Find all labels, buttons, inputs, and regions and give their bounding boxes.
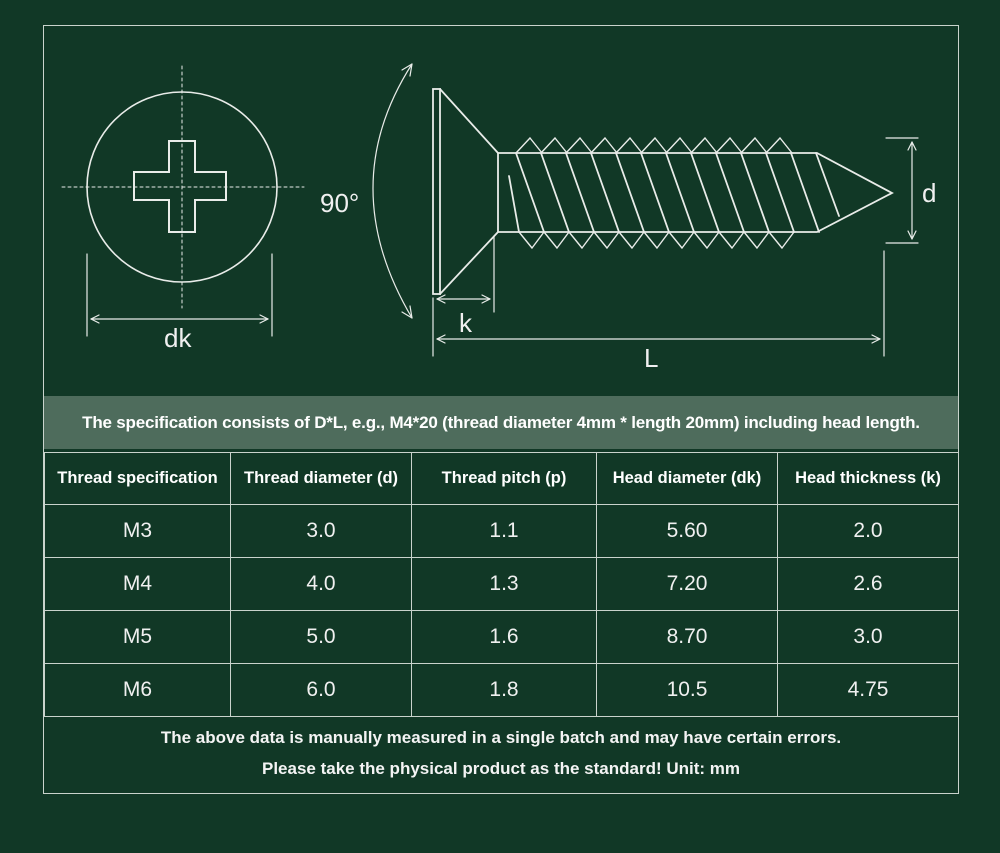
cell-thread-pitch: 1.3 <box>411 557 597 611</box>
cell-head-thickness: 3.0 <box>777 610 959 664</box>
header-head-diameter: Head diameter (dk) <box>596 452 778 505</box>
table-header-row: Thread specification Thread diameter (d)… <box>44 452 959 505</box>
cell-spec: M4 <box>44 557 231 611</box>
angle-arc <box>372 63 413 319</box>
cell-thread-diameter: 4.0 <box>230 557 412 611</box>
cell-head-thickness: 2.0 <box>777 504 959 558</box>
table-row: M5 5.0 1.6 8.70 3.0 <box>44 610 959 664</box>
cell-head-thickness: 4.75 <box>777 663 959 717</box>
header-thread-diameter: Thread diameter (d) <box>230 452 412 505</box>
phillips-cross-icon <box>133 140 227 233</box>
angle-label: 90° <box>320 188 359 218</box>
k-label: k <box>459 308 473 338</box>
dk-label: dk <box>164 323 192 353</box>
table-row: M6 6.0 1.8 10.5 4.75 <box>44 663 959 717</box>
screw-diagram: dk 90° k L d <box>44 26 958 396</box>
cell-thread-diameter: 6.0 <box>230 663 412 717</box>
cell-thread-pitch: 1.6 <box>411 610 597 664</box>
cell-head-diameter: 8.70 <box>596 610 778 664</box>
k-L-dimension <box>432 235 885 357</box>
cell-head-diameter: 10.5 <box>596 663 778 717</box>
L-label: L <box>644 343 658 373</box>
cell-head-diameter: 7.20 <box>596 557 778 611</box>
spec-table: Thread specification Thread diameter (d)… <box>44 452 959 717</box>
outer-frame <box>43 25 959 794</box>
cell-spec: M3 <box>44 504 231 558</box>
spec-banner: The specification consists of D*L, e.g.,… <box>44 396 958 449</box>
d-label: d <box>922 178 936 208</box>
cell-head-diameter: 5.60 <box>596 504 778 558</box>
cell-thread-pitch: 1.8 <box>411 663 597 717</box>
note-line-2: Please take the physical product as the … <box>261 759 741 778</box>
cell-head-thickness: 2.6 <box>777 557 959 611</box>
table-row: M4 4.0 1.3 7.20 2.6 <box>44 557 959 611</box>
head-top-view <box>61 65 305 337</box>
disclaimer-note: The above data is manually measured in a… <box>44 713 958 793</box>
cell-spec: M5 <box>44 610 231 664</box>
d-dimension <box>885 137 919 244</box>
cell-thread-diameter: 5.0 <box>230 610 412 664</box>
cell-spec: M6 <box>44 663 231 717</box>
screw-side-view <box>432 88 894 295</box>
table-row: M3 3.0 1.1 5.60 2.0 <box>44 504 959 558</box>
cell-thread-diameter: 3.0 <box>230 504 412 558</box>
screw-drawing: dk 90° k L d <box>61 63 936 373</box>
cell-thread-pitch: 1.1 <box>411 504 597 558</box>
header-thread-spec: Thread specification <box>44 452 231 505</box>
note-line-1: The above data is manually measured in a… <box>160 728 842 747</box>
header-thread-pitch: Thread pitch (p) <box>411 452 597 505</box>
header-head-thickness: Head thickness (k) <box>777 452 959 505</box>
